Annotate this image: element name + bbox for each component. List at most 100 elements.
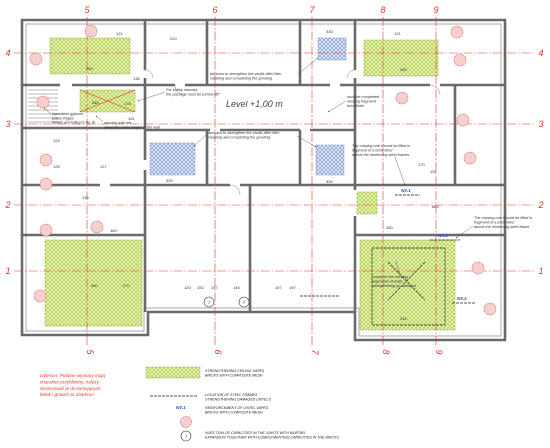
- svg-text:i: i: [208, 300, 210, 306]
- dimension-label: 121: [116, 31, 123, 36]
- leader-line: [455, 225, 474, 239]
- dimension-label: 107: [275, 285, 282, 290]
- dimension-label: 170: [418, 162, 425, 167]
- injection-area-symbol: [90, 220, 104, 234]
- legend-injection-area-symbol: [180, 416, 192, 428]
- dimension-label: 127: [100, 164, 107, 169]
- injection-area-symbol: [33, 289, 47, 303]
- door-swing: [174, 84, 186, 96]
- dimensions-warning-note: UWAGA: Podane wymiary mają charakter prz…: [40, 373, 106, 397]
- annotation-missing-walls: complete the missing fragments of walls …: [372, 275, 416, 288]
- injection-area-symbol: [39, 177, 53, 191]
- dimension-label: 115: [430, 169, 437, 174]
- annotation-net-security: security with net along the entire heigh…: [104, 121, 160, 129]
- legend-steel-frames-text: LOCATION OF STEEL FRAMES STRENGTHENING D…: [205, 393, 271, 402]
- leader-line: [327, 100, 347, 113]
- leader-line: [137, 91, 166, 102]
- vault-area-bottom-left: [44, 239, 143, 327]
- leader-line: [395, 261, 401, 276]
- injection-area-symbol: [450, 25, 464, 39]
- legend-injection-text: INJECTION OF CAPACITIES IN THE JOINTS WI…: [205, 431, 339, 440]
- vault-area-bottom-right: [359, 239, 456, 331]
- dimension-label: 460: [86, 66, 93, 71]
- dimension-label: 115: [128, 116, 135, 121]
- lintel-zone-north: [317, 37, 347, 61]
- annotation-missing-lintel-complete: must be completed missing fragment brick…: [347, 95, 380, 108]
- leader-line: [394, 156, 406, 186]
- injection-points: i i: [203, 296, 250, 308]
- closed-passage-cross: [79, 89, 136, 113]
- grid-label-bottom-8: 8: [381, 349, 391, 354]
- annotation-vault-decision-top: decision to strengthen the vaults after …: [210, 72, 282, 80]
- interior-walls: [22, 20, 505, 312]
- steel-frame: [387, 261, 426, 301]
- lintel-labels: N0.1 N0.3 N0.2: [401, 188, 467, 301]
- dimension-label: 270: [123, 283, 130, 288]
- leader-line: [193, 134, 207, 147]
- door-swing: [346, 69, 356, 79]
- lintel-label: N0.3: [438, 233, 448, 238]
- door-swings: [144, 69, 441, 196]
- grid-label-left-2: 2: [4, 200, 10, 210]
- annotation-passage-safety: For safety reasons the passage must be t…: [166, 88, 220, 96]
- injection-point-icon: i: [203, 296, 215, 308]
- dimension-label: 178: [124, 101, 131, 106]
- annotation-missing-lintel-east: The missing one should be filled in frag…: [474, 216, 533, 229]
- injection-area-symbol: [39, 223, 53, 237]
- grid-label-top-5: 5: [84, 5, 90, 15]
- dimension-label: 121: [394, 31, 401, 36]
- vault-area-east-small: [356, 191, 378, 215]
- grid-label-bottom-5: 5: [85, 349, 95, 355]
- legend-lintels-text: REINFORCEMENT OF LINTEL VAPES BRICKS WIT…: [205, 406, 269, 415]
- dimension-label: 133: [82, 195, 89, 200]
- dimension-label: 220: [170, 36, 177, 41]
- dimension-label: 138: [133, 76, 140, 81]
- dimension-label: 663: [432, 204, 439, 209]
- grid-label-bottom-6: 6: [213, 349, 223, 354]
- vault-area-top-left: [49, 37, 131, 75]
- injection-areas: [29, 24, 497, 316]
- injection-area-symbol: [456, 113, 470, 127]
- grid-label-right-1: 1: [538, 266, 543, 276]
- legend-vault-text: STRENGTHENING CEILING VAPES BRICKS WITH …: [205, 369, 265, 378]
- dimension-label: 545: [92, 100, 99, 105]
- injection-point-icon: i: [238, 296, 250, 308]
- dimension-label: 120: [184, 285, 191, 290]
- grid-label-bottom-9: 9: [434, 349, 444, 354]
- injection-area-symbol: [36, 95, 50, 109]
- grid-label-top-6: 6: [212, 5, 217, 15]
- legend: STRENGTHENING CEILING VAPES BRICKS WITH …: [145, 366, 339, 442]
- dimension-label: 150: [386, 225, 393, 230]
- vault-area-top-right: [363, 39, 439, 77]
- annotation-missing-lintel-north: The missing one should be filled in frag…: [352, 144, 411, 157]
- exterior-wall-inner-face: [25, 23, 502, 337]
- injection-area-symbol: [471, 261, 485, 275]
- legend-injection-point-icon: i: [180, 430, 192, 442]
- level-label: Level +1,00 m: [226, 99, 283, 109]
- injection-area-symbol: [483, 302, 497, 316]
- grid-label-left-1: 1: [5, 266, 10, 276]
- grid-label-top-8: 8: [380, 5, 385, 15]
- dimension-label: 124: [53, 138, 60, 143]
- steel-frames: [300, 194, 476, 326]
- door-swing: [144, 69, 154, 79]
- injection-area-symbol: [453, 53, 467, 67]
- leader-line: [95, 115, 104, 123]
- grid-label-right-4: 4: [538, 48, 543, 58]
- grid-label-top-9: 9: [433, 5, 438, 15]
- lintel-zone-center-west: [149, 142, 196, 176]
- dimension-label: 197: [211, 285, 218, 290]
- lintel-label: N0.2: [457, 296, 467, 301]
- annotation-vault-decision-middle: decision to strengthen the vaults after …: [208, 131, 280, 139]
- steel-frame: [371, 247, 446, 326]
- grid-axes: 5 6 7 8 9 5 6 7 8 9 4 3 2 1 4 3 2 1: [4, 5, 543, 355]
- dimension-label: 197: [289, 285, 296, 290]
- dimension-label: 160: [110, 228, 117, 233]
- grid-label-left-3: 3: [5, 119, 10, 129]
- legend-vault-swatch: [145, 366, 201, 379]
- injection-area-symbol: [395, 91, 409, 105]
- leader-line: [43, 107, 52, 115]
- grid-label-right-3: 3: [538, 119, 543, 129]
- vault-strengthening-areas: [44, 37, 456, 331]
